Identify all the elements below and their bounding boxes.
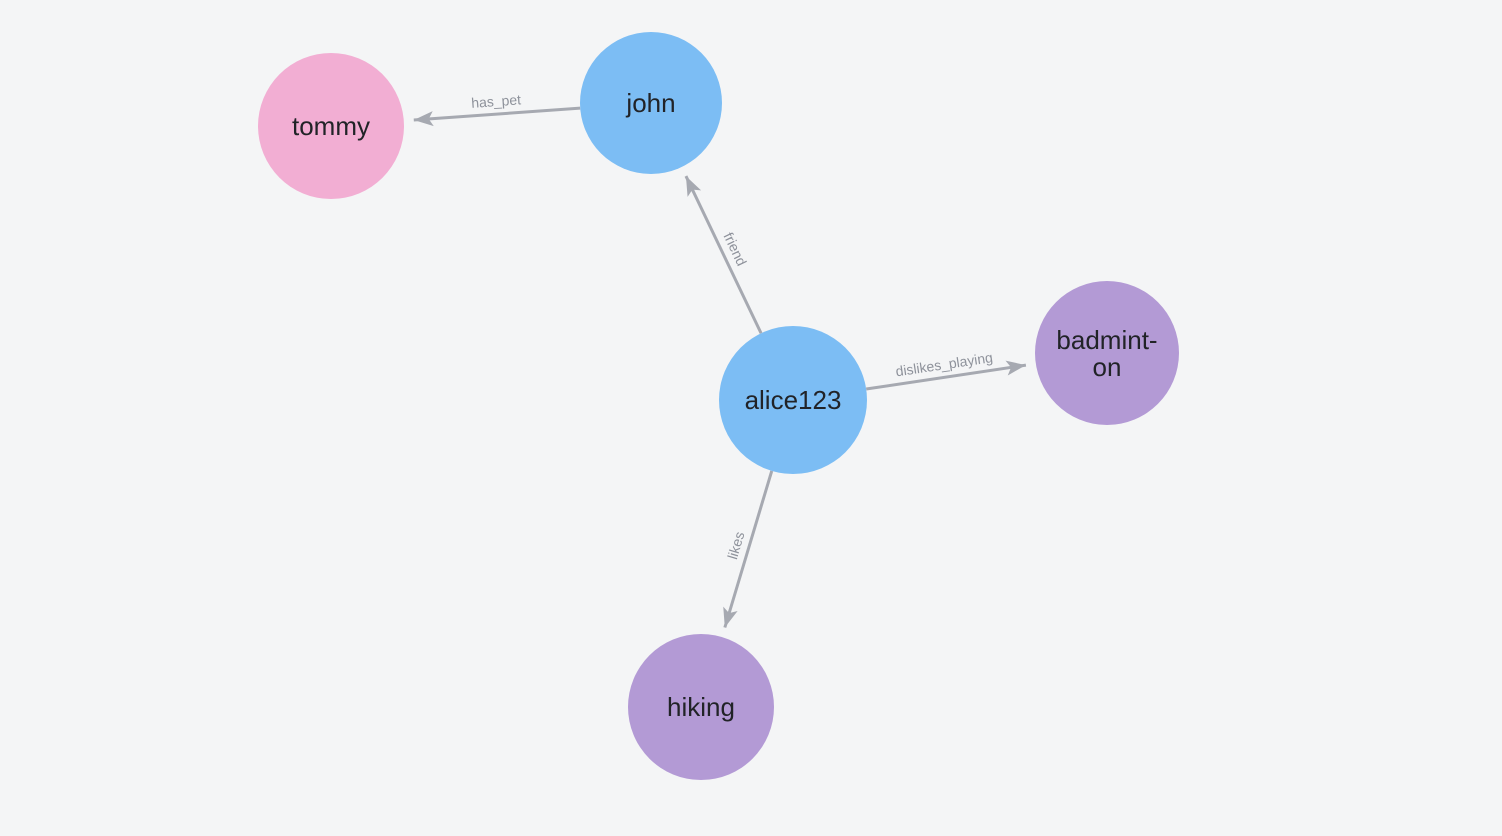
node-circle[interactable] xyxy=(258,53,404,199)
edge-line[interactable] xyxy=(865,360,1027,391)
node-tommy[interactable]: tommy xyxy=(258,53,404,199)
edge-likes[interactable]: likes xyxy=(723,470,774,628)
edge-has-pet[interactable]: has_pet xyxy=(413,91,581,127)
edge-label: has_pet xyxy=(471,91,522,111)
edge-line[interactable] xyxy=(684,175,763,334)
node-hiking[interactable]: hiking xyxy=(628,634,774,780)
node-badminton[interactable]: badmint- on xyxy=(1035,281,1179,425)
edge-line[interactable] xyxy=(413,106,581,127)
node-circle[interactable] xyxy=(628,634,774,780)
node-circle[interactable] xyxy=(1035,281,1179,425)
node-circle[interactable] xyxy=(580,32,722,174)
node-circle[interactable] xyxy=(719,326,867,474)
node-john[interactable]: john xyxy=(580,32,722,174)
node-alice123[interactable]: alice123 xyxy=(719,326,867,474)
edge-label: likes xyxy=(724,530,747,561)
edge-line[interactable] xyxy=(723,470,774,628)
